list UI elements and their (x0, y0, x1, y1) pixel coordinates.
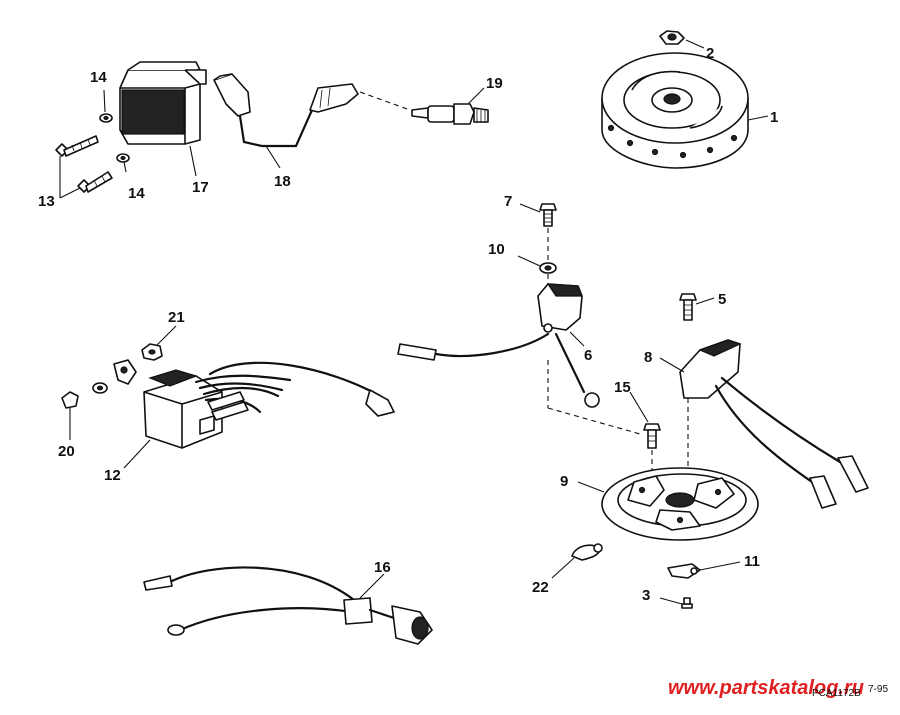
callout-3: 3 (642, 587, 650, 604)
callout-17: 17 (192, 179, 209, 196)
pulser-coil-part (679, 339, 869, 509)
leader-lines (59, 39, 769, 605)
charge-coil-part (397, 283, 641, 435)
callout-labels: 1 2 14 13 14 17 18 19 7 10 5 6 8 15 9 11… (38, 45, 778, 604)
callout-9: 9 (560, 473, 568, 490)
callout-15: 15 (614, 379, 631, 396)
nut-part-21 (141, 343, 163, 361)
callout-7: 7 (504, 193, 512, 210)
callout-5: 5 (718, 291, 726, 308)
callout-6: 6 (584, 347, 592, 364)
spark-plug-boot-part (213, 73, 359, 148)
power-pack-part (113, 359, 395, 449)
watermark-text: www.partskatalog.ru (668, 677, 864, 699)
flywheel-nut-part (659, 30, 685, 45)
screw-and-washer-20 (61, 382, 108, 409)
callout-14-lower: 14 (128, 185, 145, 202)
screw-part-3 (681, 597, 693, 609)
screw-part-15 (643, 423, 661, 470)
spark-plug-part (411, 103, 489, 125)
clamp-part-11 (667, 563, 701, 579)
stator-plate-part (601, 467, 759, 541)
callout-18: 18 (274, 173, 291, 190)
callout-14-upper: 14 (90, 69, 107, 86)
callout-2: 2 (706, 45, 714, 62)
ignition-coil-part (119, 61, 207, 145)
callout-12: 12 (104, 467, 121, 484)
screws-and-washers-coil (55, 113, 130, 193)
callout-11: 11 (744, 553, 760, 570)
callout-13: 13 (38, 193, 55, 210)
flywheel-part (601, 52, 749, 169)
callout-10: 10 (488, 241, 505, 258)
drawing-number: PCA1172B (812, 688, 861, 699)
drawing-date: 7-95 (868, 684, 888, 695)
plug-reference-line (359, 91, 411, 111)
callout-21: 21 (168, 309, 185, 326)
callout-20: 20 (58, 443, 75, 460)
wire-harness-part (143, 566, 433, 645)
callout-1: 1 (770, 109, 778, 126)
callout-22: 22 (532, 579, 549, 596)
screw-part-5 (679, 293, 697, 321)
screw-and-washer-6 (539, 203, 557, 284)
callout-19: 19 (486, 75, 503, 92)
callout-16: 16 (374, 559, 391, 576)
wire-clip-part-22 (571, 543, 603, 561)
callout-8: 8 (644, 349, 652, 366)
